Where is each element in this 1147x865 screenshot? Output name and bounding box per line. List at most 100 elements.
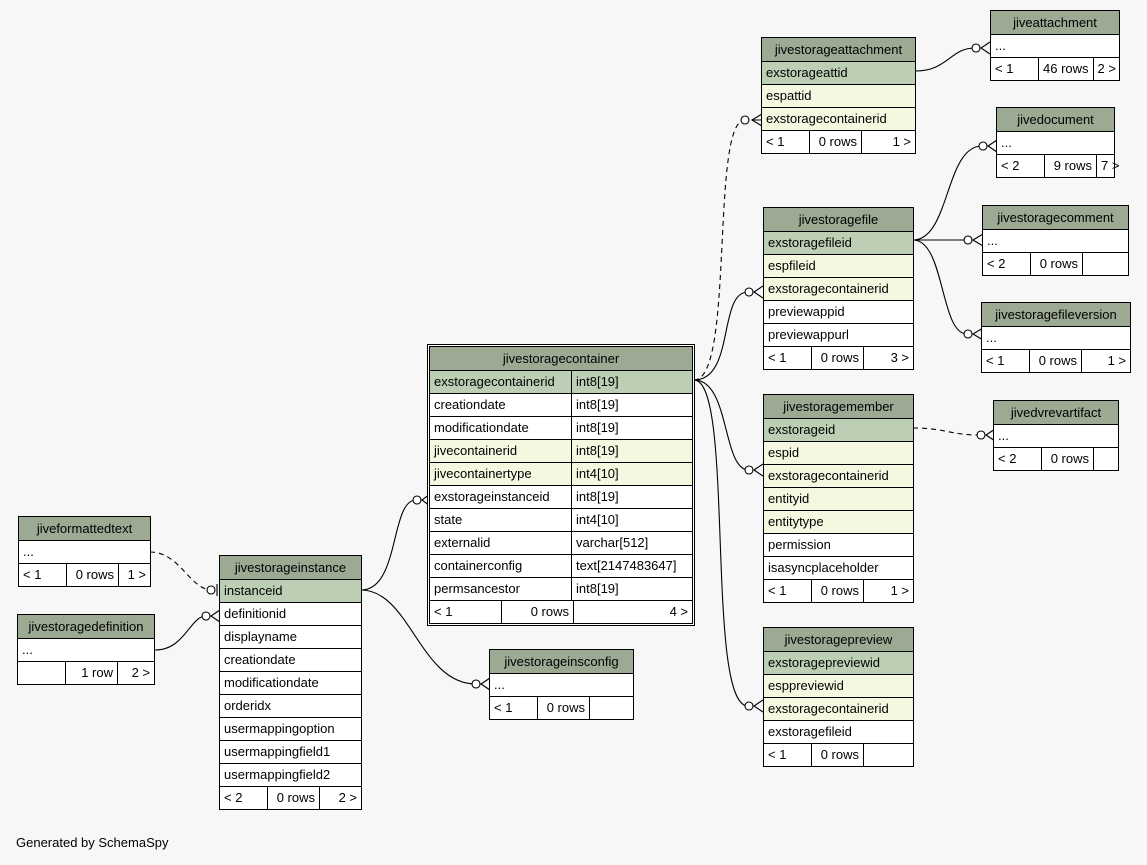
children-count[interactable] [864,744,913,766]
children-count[interactable]: 1 > [892,134,911,149]
table-title[interactable]: jivestoragefileversion [982,303,1130,327]
parents-count[interactable]: < 1 [991,58,1039,80]
table-row[interactable]: exstoragecontainerid [764,278,913,301]
table-row[interactable]: displayname [220,626,361,649]
table-row[interactable]: orderidx [220,695,361,718]
table-row[interactable]: ... [19,541,150,564]
parents-count[interactable]: < 1 [982,350,1030,372]
table-row[interactable]: previewappid [764,301,913,324]
table-title[interactable]: jivestoragepreview [764,628,913,652]
table-title[interactable]: jivestoragecontainer [430,347,692,371]
table-row[interactable]: ... [994,425,1118,448]
table-row[interactable]: permission [764,534,913,557]
children-count[interactable]: 2 > [338,790,357,805]
table-title[interactable]: jiveformattedtext [19,517,150,541]
table-title[interactable]: jiveattachment [991,11,1119,35]
table-title[interactable]: jivestorageinsconfig [490,650,633,674]
table-row[interactable]: exstoragefileid [764,721,913,744]
table-title[interactable]: jivestorageinstance [220,556,361,580]
parents-count[interactable]: < 1 [764,744,812,766]
children-count[interactable] [1083,253,1128,275]
parents-count[interactable]: < 2 [994,448,1042,470]
table-row[interactable]: espfileid [764,255,913,278]
table-row[interactable]: exstoragepreviewid [764,652,913,675]
parents-count[interactable]: < 1 [764,580,812,602]
table-row[interactable]: exstorageattid [762,62,915,85]
children-count[interactable] [1094,448,1118,470]
table-row[interactable]: creationdate [220,649,361,672]
table-row[interactable]: entityid [764,488,913,511]
table-title[interactable]: jivestoragecomment [983,206,1128,230]
table-row[interactable]: instanceid [220,580,361,603]
children-count[interactable]: 4 > [669,604,688,619]
table-title[interactable]: jivestorageattachment [762,38,915,62]
table-row[interactable]: definitionid [220,603,361,626]
table-row[interactable]: usermappingfield1 [220,741,361,764]
table-row[interactable]: ... [997,132,1114,155]
parents-count[interactable]: < 2 [983,253,1031,275]
table-row[interactable]: ... [18,639,154,662]
table-row[interactable]: ... [983,230,1128,253]
parents-count[interactable]: < 1 [490,697,538,719]
parents-count[interactable] [18,662,66,684]
parents-count[interactable]: < 1 [764,347,812,369]
parents-count[interactable]: < 1 [430,601,502,623]
table-row[interactable]: exstoragecontainerid [762,108,915,131]
table-row[interactable]: exstoragecontainerid [764,465,913,488]
parents-count[interactable]: < 1 [19,564,67,586]
table-row[interactable]: isasyncplaceholder [764,557,913,580]
table-row[interactable]: ... [991,35,1119,58]
children-count[interactable]: 1 > [890,583,909,598]
table-row[interactable]: esppreviewid [764,675,913,698]
table-row[interactable]: previewappurl [764,324,913,347]
parents-count[interactable]: < 2 [220,787,268,809]
table-title[interactable]: jivestoragefile [764,208,913,232]
table-row[interactable]: espid [764,442,913,465]
parents-count[interactable]: < 2 [997,155,1045,177]
children-count[interactable] [590,697,633,719]
table-title[interactable]: jivestoragemember [764,395,913,419]
table-row[interactable]: ... [490,674,633,697]
table-title[interactable]: jivedocument [997,108,1114,132]
table-row[interactable]: modificationdate [220,672,361,695]
table-row[interactable]: exstoragecontainerid [764,698,913,721]
children-count[interactable]: 1 > [127,567,146,582]
children-count[interactable]: 1 > [1107,353,1126,368]
children-count[interactable]: 2 > [131,665,150,680]
table-title[interactable]: jivedvrevartifact [994,401,1118,425]
children-count[interactable]: 7 > [1101,158,1120,173]
table-title[interactable]: jivestoragedefinition [18,615,154,639]
table-row[interactable]: espattid [762,85,915,108]
table-row[interactable]: entitytype [764,511,913,534]
table-row[interactable]: exstoragefileid [764,232,913,255]
table-row[interactable]: exstorageid [764,419,913,442]
table-row[interactable]: usermappingoption [220,718,361,741]
parents-count[interactable]: < 1 [762,131,810,153]
table-row[interactable]: ... [982,327,1130,350]
table-row[interactable]: usermappingfield2 [220,764,361,787]
children-count[interactable]: 2 > [1097,61,1116,76]
